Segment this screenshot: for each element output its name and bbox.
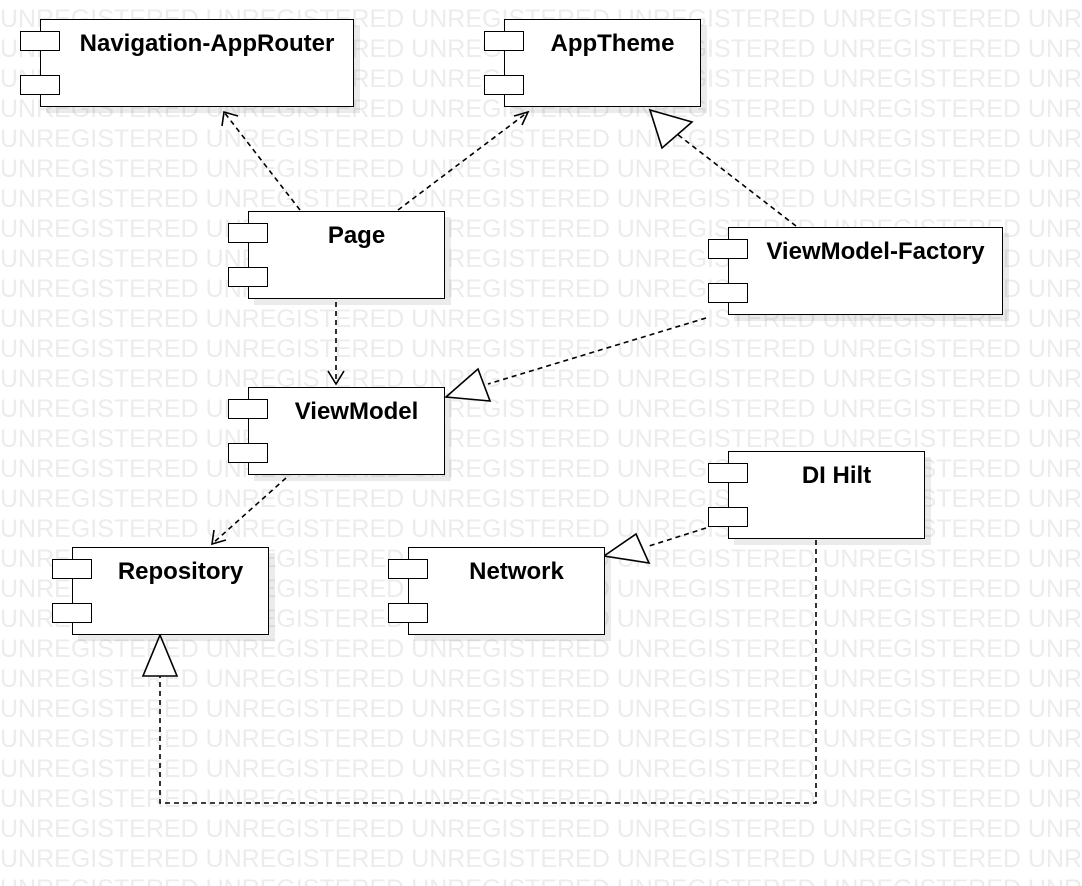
edge-page-to-nav-router: [223, 111, 301, 211]
component-port-icon: [228, 223, 268, 243]
component-port-icon: [228, 443, 268, 463]
open-arrowhead-nav-router: [221, 110, 239, 127]
component-network[interactable]: Network: [388, 547, 605, 635]
hollow-triangle-repository: [141, 632, 179, 677]
component-port-icon: [388, 559, 428, 579]
component-label: DI Hilt: [801, 462, 872, 489]
component-port-icon: [708, 463, 748, 483]
component-label: AppTheme: [550, 30, 675, 57]
component-repository[interactable]: Repository: [52, 547, 269, 635]
component-page[interactable]: Page: [228, 211, 445, 299]
edge-page-to-apptheme: [397, 111, 529, 211]
component-viewmodel-factory[interactable]: ViewModel-Factory: [708, 227, 1003, 315]
edge-viewmodel-to-repository: [211, 477, 287, 545]
hollow-triangle-network: [601, 532, 651, 565]
component-port-icon: [484, 75, 524, 95]
component-port-icon: [484, 31, 524, 51]
open-arrowhead-repository: [211, 529, 227, 546]
component-label: ViewModel-Factory: [766, 238, 985, 265]
component-port-icon: [52, 603, 92, 623]
component-port-icon: [228, 399, 268, 419]
component-port-icon: [708, 239, 748, 259]
component-viewmodel[interactable]: ViewModel: [228, 387, 445, 475]
edge-dihilt-to-repository: [159, 540, 817, 804]
component-label: Navigation-AppRouter: [79, 30, 335, 57]
hollow-triangle-viewmodel: [444, 367, 492, 402]
component-label: Network: [469, 558, 564, 585]
open-arrowhead-apptheme: [513, 110, 530, 126]
component-port-icon: [708, 507, 748, 527]
component-port-icon: [20, 75, 60, 95]
open-arrowhead-viewmodel: [327, 370, 345, 386]
component-label: Repository: [117, 558, 244, 585]
component-port-icon: [388, 603, 428, 623]
component-apptheme[interactable]: AppTheme: [484, 19, 701, 107]
component-port-icon: [52, 559, 92, 579]
component-port-icon: [228, 267, 268, 287]
component-port-icon: [20, 31, 60, 51]
edge-dihilt-to-network: [648, 527, 707, 547]
component-di-hilt[interactable]: DI Hilt: [708, 451, 925, 539]
edge-factory-to-apptheme: [676, 133, 797, 227]
edge-factory-to-viewmodel: [487, 317, 707, 385]
component-navigation-approuter[interactable]: Navigation-AppRouter: [20, 19, 354, 107]
component-port-icon: [708, 283, 748, 303]
hollow-triangle-apptheme: [648, 108, 694, 150]
component-label: ViewModel: [294, 398, 419, 425]
component-label: Page: [327, 222, 386, 249]
